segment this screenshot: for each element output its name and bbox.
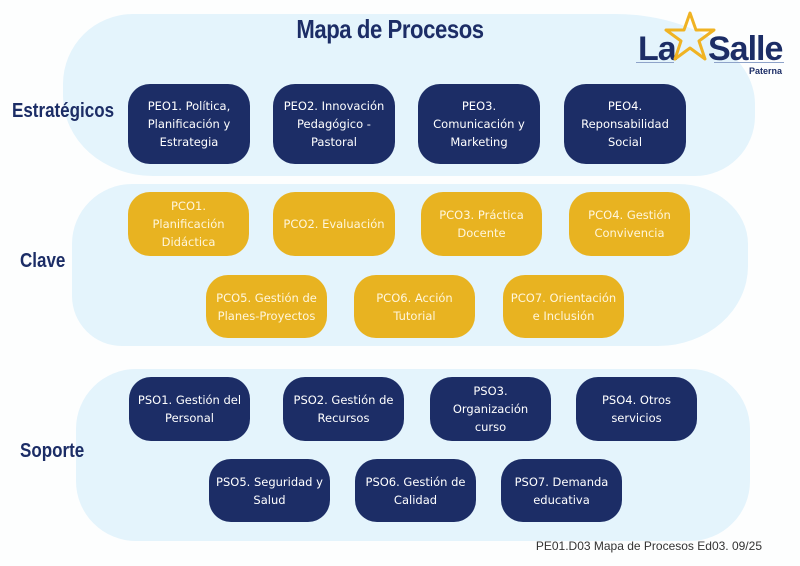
star-icon (664, 11, 716, 61)
process-box-pso1[interactable]: PSO1. Gestión del Personal (129, 377, 250, 441)
process-box-pso7[interactable]: PSO7. Demanda educativa (501, 459, 622, 522)
process-box-peo1[interactable]: PEO1. Política, Planificación y Estrateg… (128, 84, 250, 164)
process-box-pso5[interactable]: PSO5. Seguridad y Salud (209, 459, 330, 522)
document-code-footer: PE01.D03 Mapa de Procesos Ed03. 09/25 (535, 539, 762, 553)
process-box-pco1[interactable]: PCO1. Planificación Didáctica (128, 192, 249, 256)
process-box-peo2[interactable]: PEO2. Innovación Pedagógico - Pastoral (273, 84, 395, 164)
logo-divider-right (714, 62, 784, 63)
logo-subtitle: Paterna (748, 66, 782, 76)
row-label-key: Clave (20, 250, 66, 272)
process-box-pco2[interactable]: PCO2. Evaluación (273, 192, 395, 256)
process-box-pco7[interactable]: PCO7. Orientación e Inclusión (503, 275, 624, 338)
la-salle-logo: La Salle Paterna (636, 10, 786, 80)
logo-divider-left (636, 62, 674, 63)
process-box-peo4[interactable]: PEO4. Reponsabilidad Social (564, 84, 686, 164)
process-box-pso6[interactable]: PSO6. Gestión de Calidad (355, 459, 476, 522)
process-box-pco5[interactable]: PCO5. Gestión de Planes-Proyectos (206, 275, 327, 338)
process-box-pso4[interactable]: PSO4. Otros servicios (576, 377, 697, 441)
page-title: Mapa de Procesos (296, 14, 484, 44)
process-box-pso3[interactable]: PSO3. Organización curso (430, 377, 551, 441)
process-box-peo3[interactable]: PEO3. Comunicación y Marketing (418, 84, 540, 164)
process-box-pco4[interactable]: PCO4. Gestión Convivencia (569, 192, 690, 256)
logo-text-salle: Salle (708, 30, 783, 68)
process-box-pso2[interactable]: PSO2. Gestión de Recursos (283, 377, 404, 441)
process-box-pco3[interactable]: PCO3. Práctica Docente (421, 192, 542, 256)
process-box-pco6[interactable]: PCO6. Acción Tutorial (354, 275, 475, 338)
row-label-strategic: Estratégicos (12, 100, 115, 122)
logo-text-la: La (638, 30, 677, 68)
row-label-support: Soporte (20, 440, 85, 462)
